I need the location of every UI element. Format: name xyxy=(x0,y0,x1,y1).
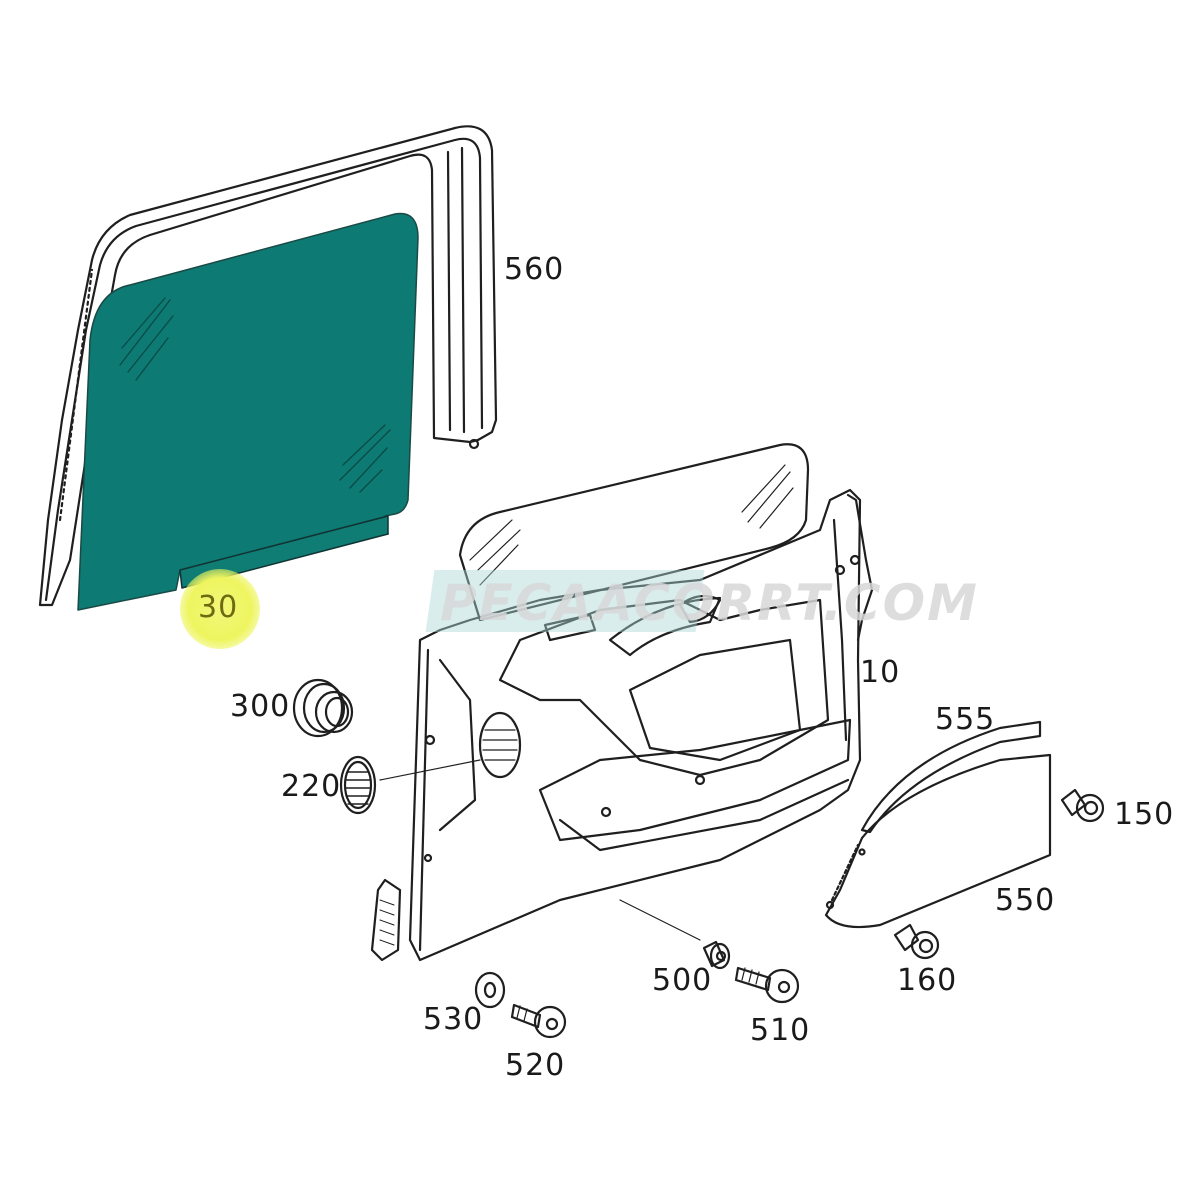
watermark-text: PECAACORRT.COM xyxy=(440,574,979,632)
part-label-555[interactable]: 555 xyxy=(935,702,996,737)
part-label-30[interactable]: 30 xyxy=(198,590,239,625)
part-550-trim-cover xyxy=(824,753,1052,929)
part-label-10[interactable]: 10 xyxy=(860,655,901,690)
part-555-trim-strip xyxy=(860,720,1042,834)
part-label-530[interactable]: 530 xyxy=(423,1002,484,1037)
part-560-window-seal xyxy=(38,125,498,607)
part-label-220[interactable]: 220 xyxy=(281,769,342,804)
part-label-300[interactable]: 300 xyxy=(230,689,291,724)
part-530-washer xyxy=(474,971,506,1009)
part-label-160[interactable]: 160 xyxy=(897,963,958,998)
part-label-150[interactable]: 150 xyxy=(1114,797,1175,832)
part-300-grommet xyxy=(292,678,354,738)
highlight-marker xyxy=(180,569,260,649)
part-label-520[interactable]: 520 xyxy=(505,1048,566,1083)
part-220-grille xyxy=(339,755,377,815)
part-10-door-panel xyxy=(370,443,874,962)
part-label-500[interactable]: 500 xyxy=(652,963,713,998)
part-510-screw xyxy=(734,966,800,1004)
part-520-screw xyxy=(510,1003,567,1039)
part-30-window-glass xyxy=(77,212,419,611)
part-label-560[interactable]: 560 xyxy=(504,252,565,287)
part-160-clip xyxy=(893,923,940,960)
part-150-clip xyxy=(1060,788,1105,823)
part-500-nut xyxy=(702,940,731,970)
part-label-510[interactable]: 510 xyxy=(750,1013,811,1048)
part-label-550[interactable]: 550 xyxy=(995,883,1056,918)
